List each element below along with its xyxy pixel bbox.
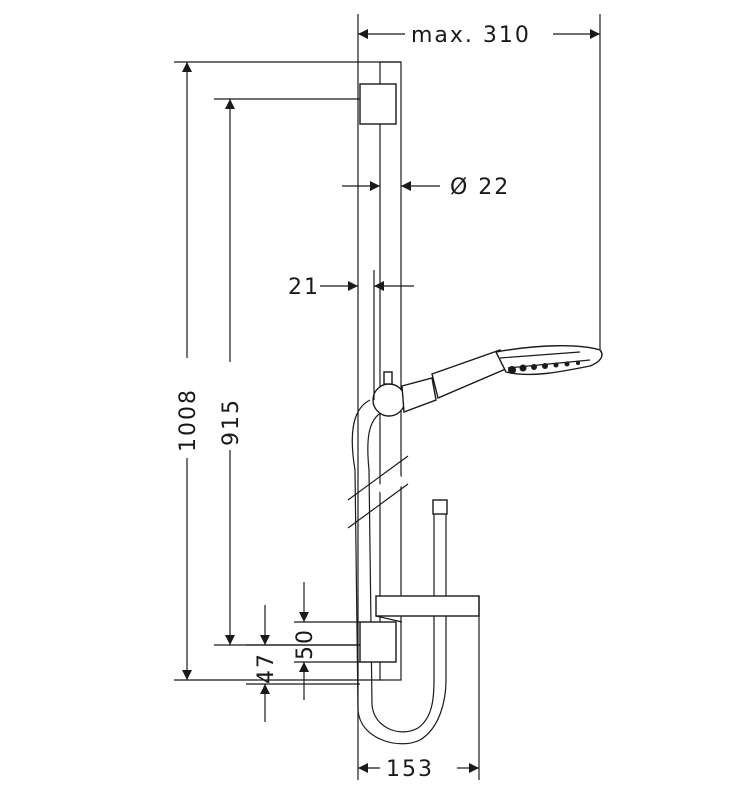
top-wall-bracket (359, 83, 397, 125)
label-total-height: 1008 (176, 388, 201, 452)
bottom-wall-bracket (359, 621, 397, 663)
dim-offset: 21 (288, 270, 414, 400)
label-diameter: Ø 22 (450, 175, 510, 200)
dim-bracket-lower: 47 (246, 605, 360, 722)
label-bracket-upper: 50 (293, 628, 318, 660)
dim-shelf-width: 153 (358, 596, 480, 782)
rail-break-marks (347, 455, 409, 529)
label-bracket-lower: 47 (254, 652, 279, 684)
dim-bracket-upper: 50 (293, 582, 360, 700)
label-max-width: max. 310 (411, 23, 531, 48)
slider-knob (372, 383, 406, 417)
shower-hose (351, 399, 448, 745)
label-shelf-width: 153 (386, 757, 434, 782)
dim-total-height: 1008 (174, 61, 380, 681)
label-offset: 21 (288, 275, 320, 300)
dim-diameter: Ø 22 (342, 175, 510, 200)
label-rail-height: 915 (219, 398, 244, 446)
shelf (375, 595, 480, 623)
shower-rail (357, 14, 402, 780)
dim-rail-height: 915 (214, 98, 360, 646)
slider-and-handshower (372, 345, 603, 417)
dim-max-width: max. 310 (358, 14, 601, 350)
